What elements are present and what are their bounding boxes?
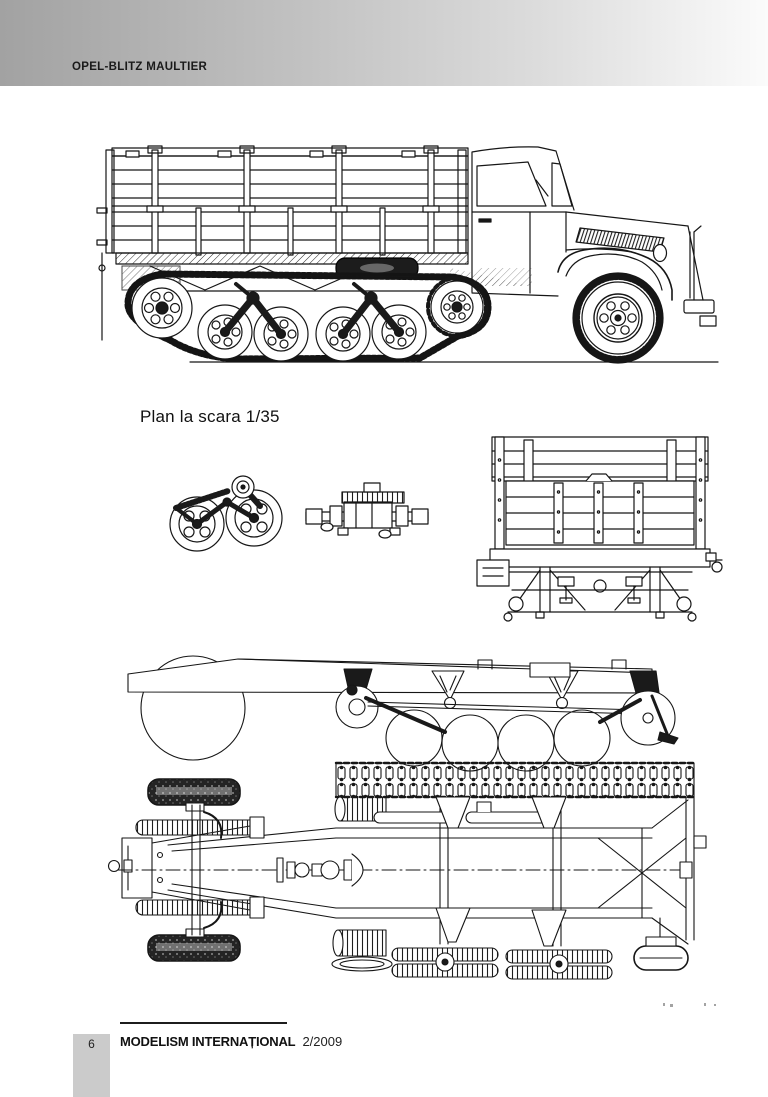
figure-chassis-top [107,761,707,980]
road-wheels [197,304,427,362]
front-tires-top [147,778,241,962]
drive-sprocket [426,276,488,338]
scale-caption: Plan la scara 1/35 [140,407,280,426]
page-number-box: 6 [73,1034,110,1097]
figure-bogie-detail [169,475,283,552]
track-band-top [335,762,695,798]
footer-rule [120,1022,287,1024]
page-title: OPEL-BLITZ MAULTIER [72,61,208,73]
cab-and-hood [189,146,719,364]
cargo-bed-side [96,145,469,341]
front-wheel-outline [140,655,246,761]
bed-stakes [146,145,440,256]
track-assembly [124,270,492,363]
figure-side-view-truck [96,145,719,364]
swing-arms [221,282,403,338]
header-gradient-bar: OPEL-BLITZ MAULTIER [0,0,768,86]
footer-imprint: MODELISM INTERNAȚIONAL 2/2009 [120,1034,342,1049]
figure-chassis-side [127,655,679,772]
front-wheel [572,272,664,364]
magazine-title: MODELISM INTERNAȚIONAL [120,1034,296,1049]
figure-rear-view-bed [476,436,723,622]
bogie-sets-bottom [391,947,613,980]
figure-axle-detail [305,482,429,539]
scan-specks [663,1003,716,1007]
idler-wheel [131,277,193,339]
issue-number: 2/2009 [302,1034,343,1049]
page-number: 6 [88,1037,95,1051]
